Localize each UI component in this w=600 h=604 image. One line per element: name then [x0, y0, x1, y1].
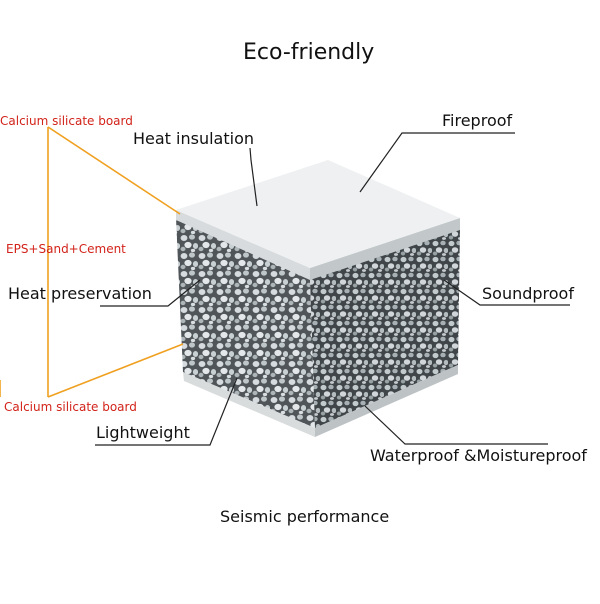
bracket-top-leader	[47, 126, 181, 215]
top-board-left-edge	[176, 210, 310, 280]
bottom-board-left-edge	[183, 372, 315, 437]
leader-lines	[95, 132, 570, 446]
core-right-face	[310, 228, 460, 428]
lightweight-label: Lightweight	[96, 423, 190, 442]
soundproof-leader	[443, 279, 570, 306]
panel-block	[176, 160, 460, 437]
diagram-title: Eco-friendly	[243, 40, 375, 65]
core-left-face	[176, 218, 315, 428]
bottom-layer-label: Calcium silicate board	[4, 400, 137, 414]
seismic-performance-label: Seismic performance	[220, 507, 390, 526]
bottom-board-right-edge	[315, 365, 458, 437]
waterproof-leader	[364, 405, 548, 445]
top-board-right-edge	[310, 218, 460, 280]
heat-insulation-label: Heat insulation	[133, 129, 254, 148]
bracket-bottom-leader	[47, 343, 184, 398]
layer-bracket	[0, 126, 184, 398]
heat-preservation-leader	[100, 279, 201, 307]
top-board-surface	[176, 160, 460, 268]
lightweight-leader	[95, 377, 238, 446]
heat-insulation-leader	[249, 147, 258, 207]
fireproof-label: Fireproof	[442, 111, 513, 130]
top-layer-label: Calcium silicate board	[0, 114, 133, 128]
core-layer-label: EPS+Sand+Cement	[6, 242, 126, 256]
soundproof-label: Soundproof	[482, 284, 574, 303]
fireproof-leader	[359, 132, 515, 193]
heat-preservation-label: Heat preservation	[8, 284, 152, 303]
waterproof-label: Waterproof &Moistureproof	[370, 446, 587, 465]
